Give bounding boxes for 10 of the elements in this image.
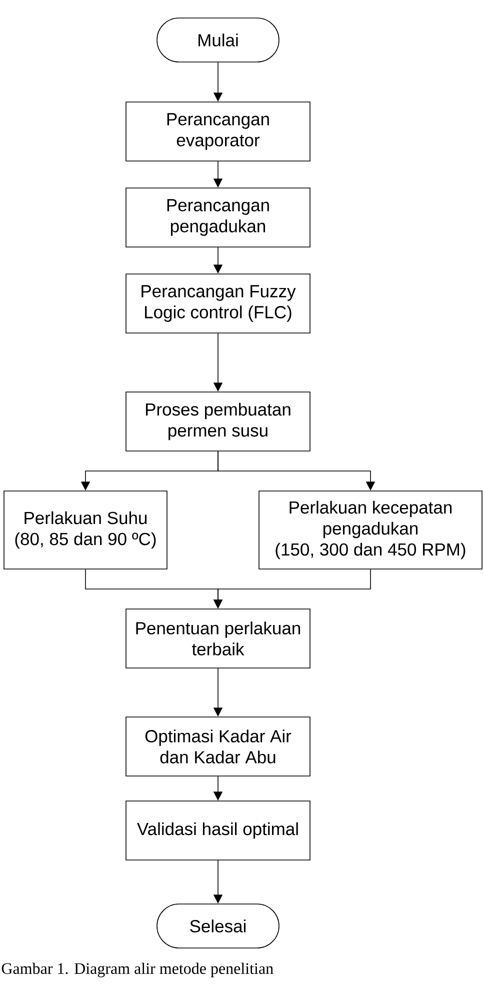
process-box: Penentuan perlakuan terbaik: [126, 608, 310, 668]
process-box: Perlakuan Suhu (80, 85 dan 90 ºC): [4, 490, 168, 570]
process-box: Perancangan evaporator: [126, 102, 310, 162]
process-box: Validasi hasil optimal: [126, 800, 310, 860]
process-box: Perancangan Fuzzy Logic control (FLC): [126, 274, 310, 334]
process-box: Proses pembuatan permen susu: [126, 392, 310, 452]
process-box: Optimasi Kadar Air dan Kadar Abu: [126, 716, 310, 776]
caption: Gambar 1. Diagram alir metode penelitian: [2, 962, 274, 978]
process-box: Perlakuan kecepatan pengadukan (150, 300 dan 450 RPM): [258, 490, 482, 570]
process-box: Perancangan pengadukan: [126, 188, 310, 248]
